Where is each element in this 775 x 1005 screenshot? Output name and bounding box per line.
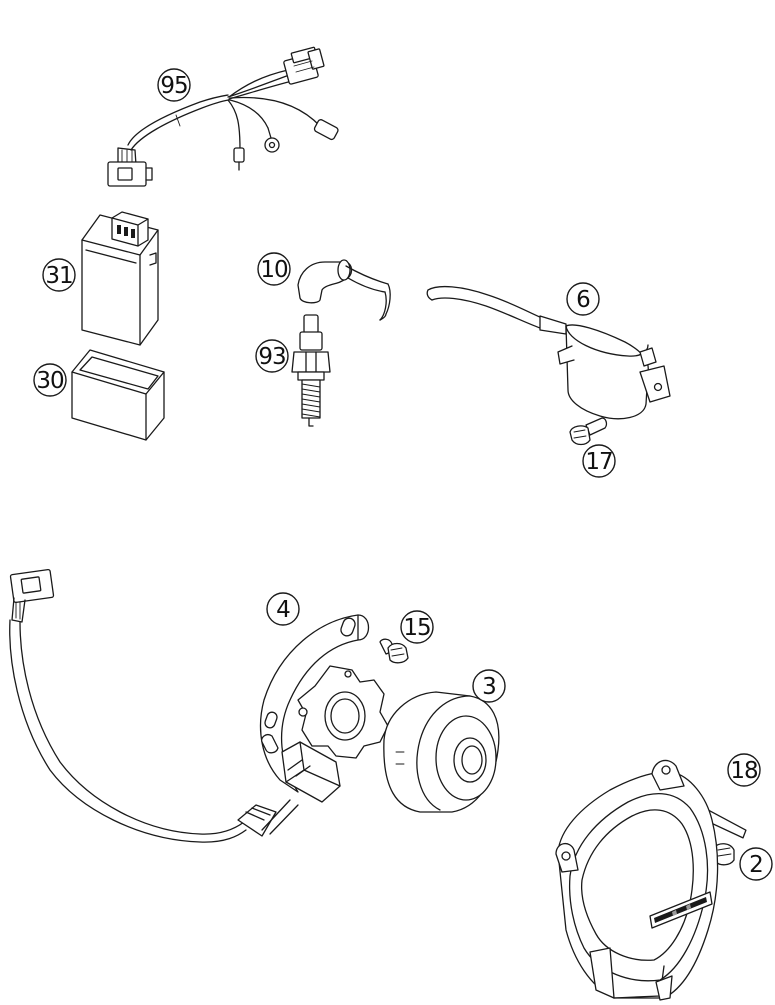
callout-2-label: 2 [749,852,763,878]
callout-30-label: 30 [36,368,64,394]
flywheel-rotor-part [383,691,500,813]
callout-10: 10 [257,252,291,286]
coil-mounting-screw-part [569,417,608,446]
wiring-harness-part [107,46,339,187]
callout-31: 31 [42,258,76,292]
callout-93: 93 [255,339,289,373]
callout-31-label: 31 [45,263,72,289]
callout-15: 15 [400,610,434,644]
callout-6: 6 [566,282,600,316]
callout-18-label: 18 [730,758,758,784]
spark-plug-cap-part [297,259,391,321]
callout-17-label: 17 [585,449,612,475]
callout-95: 95 [157,68,191,102]
callout-10-label: 10 [260,257,288,283]
callout-18: 18 [727,753,761,787]
ignition-coil-part [426,285,671,420]
callout-2: 2 [739,847,773,881]
callout-17: 17 [582,444,616,478]
cdi-unit-part [81,211,159,346]
callout-15-label: 15 [403,615,430,641]
stator-screw-part [379,638,409,664]
cdi-rubber-sleeve-part [71,349,165,441]
callout-6-label: 6 [576,287,590,313]
callout-4-label: 4 [276,597,290,623]
callout-93-label: 93 [258,344,285,370]
callout-95-label: 95 [160,73,187,99]
ignition-cover-part [555,759,719,1001]
stator-part [9,568,389,843]
callout-3-label: 3 [482,674,496,700]
callout-3: 3 [472,669,506,703]
callout-4: 4 [266,592,300,626]
spark-plug-part [291,314,331,427]
callout-30: 30 [33,363,67,397]
